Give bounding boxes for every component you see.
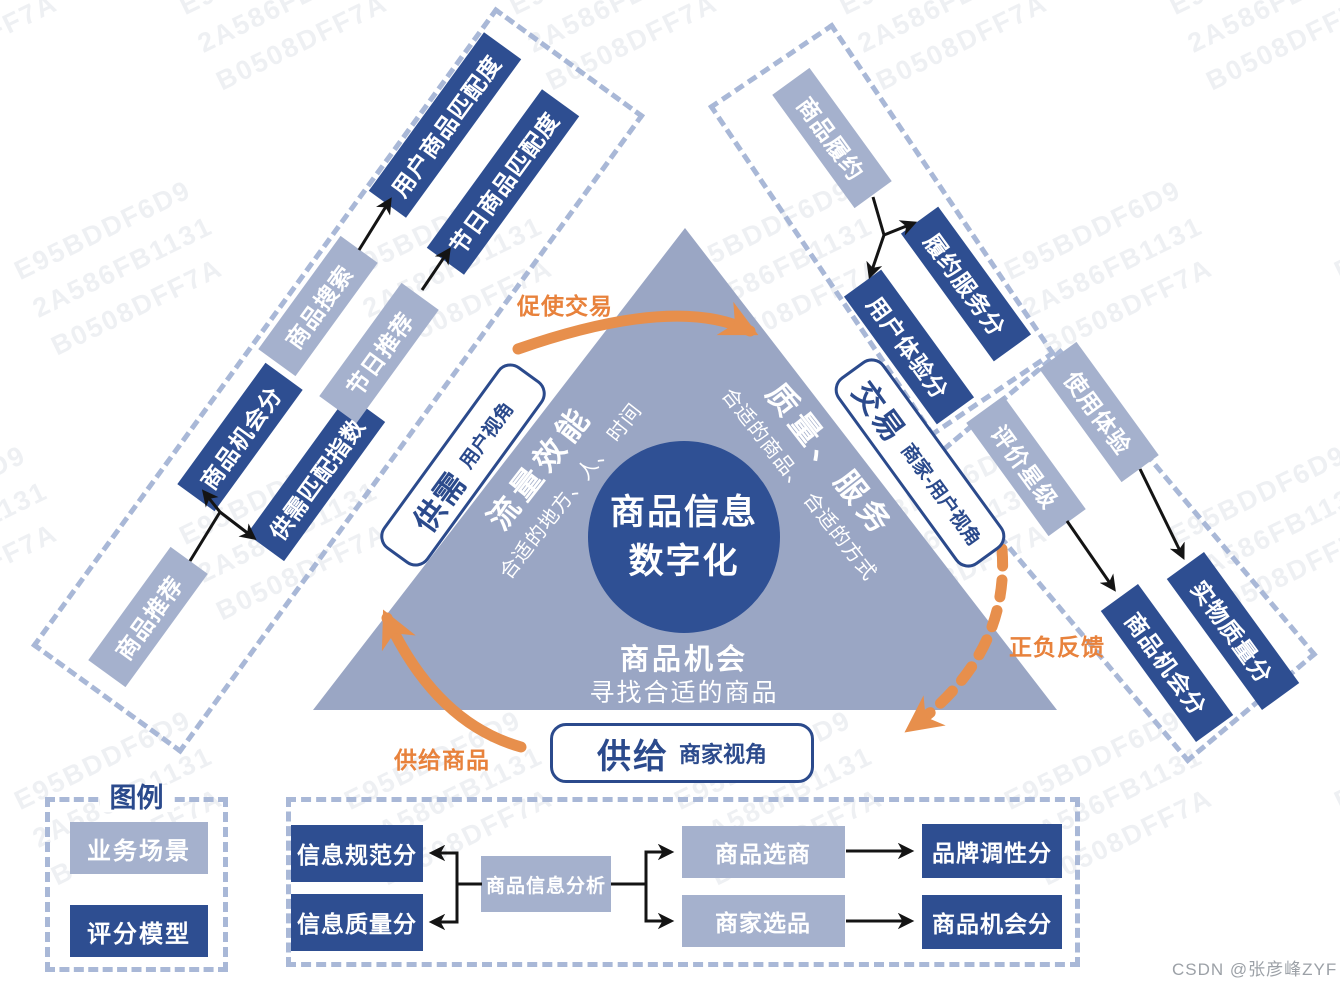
node-sp_xuanshang: 商品选商 — [681, 826, 845, 878]
csdn-credit: CSDN @张彦峰ZYF — [1172, 960, 1338, 979]
flow-label-supply-goods: 供给商品 — [394, 747, 490, 773]
center-circle: 商品信息 数字化 — [588, 441, 780, 633]
node-sj_xuanpin: 商家选品 — [681, 895, 845, 947]
node-pp_tiaoxingfen: 品牌调性分 — [922, 824, 1062, 878]
legend-item-score-model: 评分模型 — [70, 905, 208, 957]
node-xx_zhiliangfen: 信息质量分 — [291, 893, 423, 951]
watermark-tile: E95BDDF6D9 2A586FB1131 B0508DFF7A — [175, 0, 393, 97]
watermark-tile: E95BDDF6D9 2A586FB1131 B0508DFF7A — [1165, 0, 1340, 97]
legend-box: 图例 业务场景 评分模型 — [45, 785, 228, 972]
supply-title: 供给 — [596, 737, 669, 776]
legend-item-business-scenario: 业务场景 — [70, 822, 208, 874]
flow-label-promote-transaction: 促使交易 — [517, 293, 613, 319]
watermark-tile: E95BDDF6D9 2A586FB1131 B0508DFF7A — [1329, 704, 1340, 816]
triangle-caption-title: 商品机会 — [619, 644, 748, 676]
legend-title: 图例 — [99, 785, 174, 812]
center-circle-line1: 商品信息 — [609, 493, 758, 532]
supply-perspective-label: 供给 商家视角 — [550, 723, 814, 783]
node-sp_xx_fenxi: 商品信息分析 — [481, 856, 611, 912]
watermark-tile: E95BDDF6D9 2A586FB1131 B0508DFF7A — [9, 174, 228, 362]
bottom-group-outline — [286, 797, 1080, 967]
watermark-tile: E95BDDF6D9 2A586FB1131 B0508DFF7A — [1329, 174, 1340, 286]
center-circle-line2: 数字化 — [628, 542, 740, 581]
node-xx_guifanfen: 信息规范分 — [291, 824, 423, 882]
supply-sub: 商家视角 — [678, 742, 767, 767]
triangle-caption-sub: 寻找合适的商品 — [589, 679, 779, 707]
node-sp_jihuifen_bottom: 商品机会分 — [922, 895, 1062, 949]
watermark-tile: E95BDDF6D9 2A586FB1131 B0508DFF7A — [0, 0, 63, 97]
flow-label-feedback: 正负反馈 — [1009, 634, 1105, 660]
